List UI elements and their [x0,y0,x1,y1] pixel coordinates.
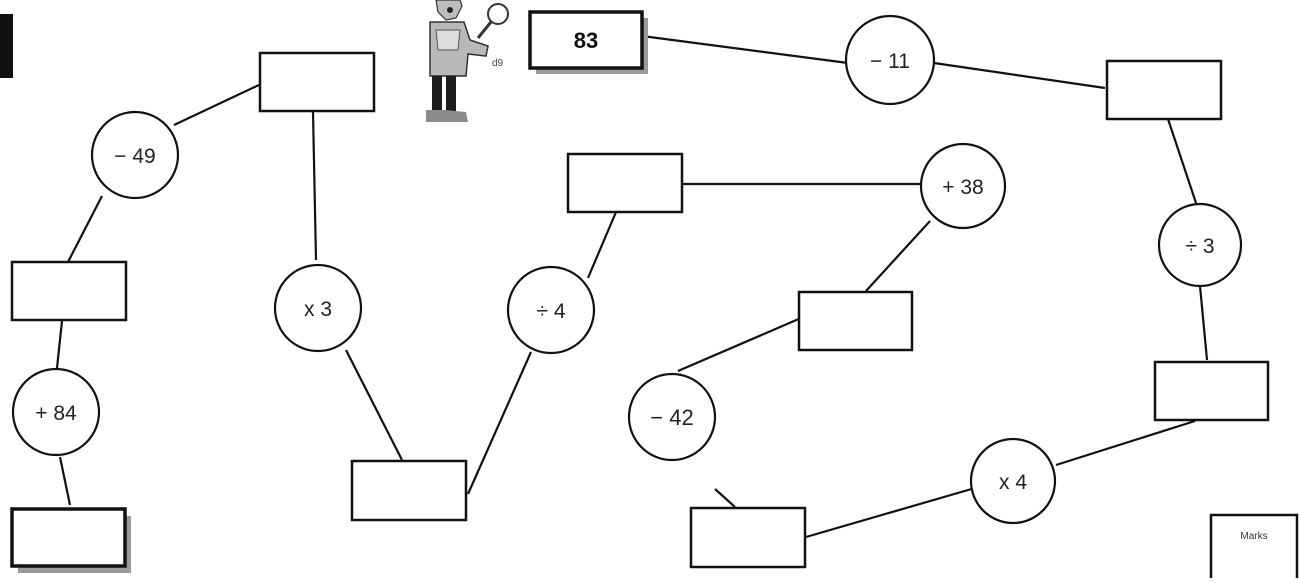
operation-circle-1: − 11 [844,14,936,106]
operation-circle-5: + 38 [919,142,1007,230]
answer-box-1[interactable] [1105,59,1223,121]
operation-8-label: − 49 [114,145,155,168]
operation-9-label: + 84 [35,402,77,425]
answer-box-5[interactable] [566,152,684,214]
operation-circle-2: ÷ 3 [1157,202,1243,288]
start-box: 83 [528,10,648,74]
answer-box-8[interactable] [10,260,128,322]
operation-7-label: x 3 [304,298,332,321]
connector-lines [55,34,1209,539]
operation-2-label: ÷ 3 [1185,235,1214,258]
operation-circle-3: x 4 [969,437,1057,525]
operation-3-label: x 4 [999,471,1027,494]
operation-6-label: ÷ 4 [536,300,565,323]
operation-circle-6: ÷ 4 [506,265,596,355]
answer-box-6[interactable] [350,459,468,522]
detective-character-icon: d9 [426,0,509,122]
answer-box-3[interactable] [689,506,807,569]
operation-1-label: − 11 [870,50,910,73]
operation-circle-9: + 84 [11,367,101,457]
operation-4-label: − 42 [650,405,693,430]
answer-box-4[interactable] [797,290,914,352]
page-tab-marker [0,14,13,78]
operation-circle-8: − 49 [90,110,180,200]
operation-circle-4: − 42 [627,372,717,462]
operation-5-label: + 38 [942,176,983,199]
marks-box[interactable]: Marks [1209,513,1299,583]
start-value: 83 [574,28,598,53]
answer-box-9-final[interactable] [10,507,131,573]
answer-box-2[interactable] [1153,360,1270,422]
operation-circle-7: x 3 [273,263,363,353]
answer-box-7[interactable] [258,51,376,113]
svg-text:d9: d9 [492,58,504,69]
marks-label: Marks [1240,531,1267,542]
